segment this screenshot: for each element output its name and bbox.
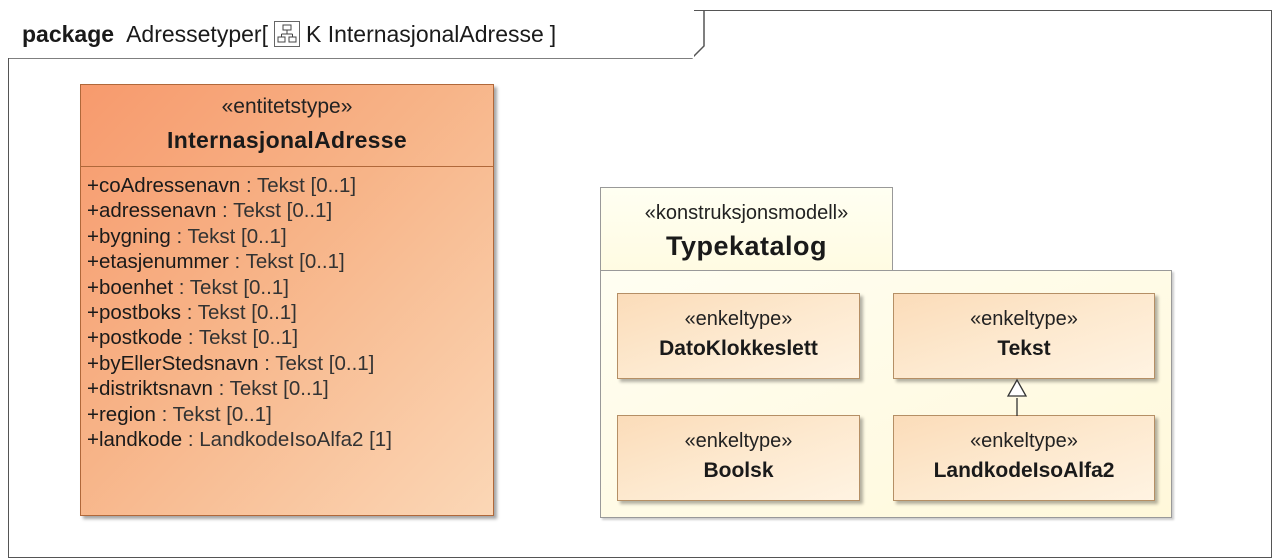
entity-attributes: +coAdressenavn : Tekst [0..1] +adressena… [81, 167, 493, 452]
package-stereotype: «konstruksjonsmodell» [644, 202, 849, 224]
attribute-row[interactable]: +coAdressenavn : Tekst [0..1] [87, 173, 493, 198]
entity-class-internasjonaladresse[interactable]: «entitetstype» InternasjonalAdresse +coA… [80, 84, 494, 516]
generalization-arrow[interactable] [1000, 378, 1034, 418]
generalization-arrowhead [1006, 378, 1028, 397]
attribute-row[interactable]: +byEllerStedsnavn : Tekst [0..1] [87, 351, 493, 376]
class-datoklokkeslett[interactable]: «enkeltype» DatoKlokkeslett [617, 293, 860, 379]
class-name: LandkodeIsoAlfa2 [933, 459, 1115, 482]
attribute-row[interactable]: +postkode : Tekst [0..1] [87, 325, 493, 350]
attribute-row[interactable]: +bygning : Tekst [0..1] [87, 224, 493, 249]
attribute-type: : Tekst [0..1] [258, 351, 375, 375]
entity-stereotype: «entitetstype» [221, 95, 353, 118]
attribute-name: +byEllerStedsnavn [87, 351, 259, 375]
class-stereotype: «enkeltype» [684, 430, 793, 452]
attribute-row[interactable]: +distriktsnavn : Tekst [0..1] [87, 376, 493, 401]
attribute-row[interactable]: +etasjenummer : Tekst [0..1] [87, 249, 493, 274]
frame-diagram-name: K InternasjonalAdresse [305, 20, 544, 47]
package-typekatalog-tab[interactable]: «konstruksjonsmodell» Typekatalog [600, 187, 893, 271]
class-name: DatoKlokkeslett [659, 337, 818, 360]
attribute-type: : Tekst [0..1] [216, 199, 333, 223]
class-landkodeisoalfa2[interactable]: «enkeltype» LandkodeIsoAlfa2 [893, 415, 1155, 501]
frame-header: package Adressetyper [ K InternasjonalAd… [8, 10, 694, 58]
attribute-name: +region [87, 402, 156, 426]
attribute-type: : Tekst [0..1] [181, 301, 297, 325]
attribute-name: +coAdressenavn [87, 174, 241, 197]
frame-bracket-open: [ [261, 20, 268, 47]
attribute-name: +distriktsnavn [87, 377, 213, 401]
frame-keyword: package [22, 20, 115, 47]
attribute-type: : Tekst [0..1] [173, 275, 289, 299]
attribute-name: +bygning [87, 224, 171, 248]
attribute-type: : LandkodeIsoAlfa2 [1] [182, 428, 392, 452]
attribute-type: : Tekst [0..1] [155, 402, 272, 426]
class-diagram-icon [273, 21, 300, 47]
class-tekst[interactable]: «enkeltype» Tekst [893, 293, 1155, 379]
attribute-name: +postboks [87, 301, 182, 325]
attribute-row[interactable]: +landkode : LandkodeIsoAlfa2 [1] [87, 427, 493, 452]
attribute-type: : Tekst [0..1] [182, 326, 299, 350]
attribute-row[interactable]: +postboks : Tekst [0..1] [87, 300, 493, 325]
attribute-name: +adressenavn [87, 199, 217, 223]
attribute-name: +landkode [87, 428, 183, 452]
attribute-type: : Tekst [0..1] [228, 250, 345, 274]
attribute-type: : Tekst [0..1] [170, 224, 287, 248]
class-stereotype: «enkeltype» [970, 308, 1078, 330]
entity-class-header: «entitetstype» InternasjonalAdresse [81, 85, 493, 167]
class-name: Boolsk [703, 459, 774, 482]
attribute-name: +boenhet [87, 275, 174, 299]
frame-bracket-close: ] [549, 20, 557, 47]
class-name: Tekst [997, 337, 1051, 360]
attribute-type: : Tekst [0..1] [240, 174, 357, 197]
class-stereotype: «enkeltype» [970, 430, 1078, 452]
package-name: Typekatalog [665, 231, 828, 261]
attribute-name: +postkode [87, 326, 183, 350]
class-stereotype: «enkeltype» [684, 308, 793, 330]
attribute-row[interactable]: +adressenavn : Tekst [0..1] [87, 198, 493, 223]
attribute-type: : Tekst [0..1] [212, 377, 329, 401]
attribute-row[interactable]: +boenhet : Tekst [0..1] [87, 275, 493, 300]
class-boolsk[interactable]: «enkeltype» Boolsk [617, 415, 860, 501]
attribute-name: +etasjenummer [87, 250, 229, 274]
entity-class-name: InternasjonalAdresse [167, 127, 407, 153]
frame-package-name: Adressetyper [126, 20, 262, 47]
attribute-row[interactable]: +region : Tekst [0..1] [87, 402, 493, 427]
